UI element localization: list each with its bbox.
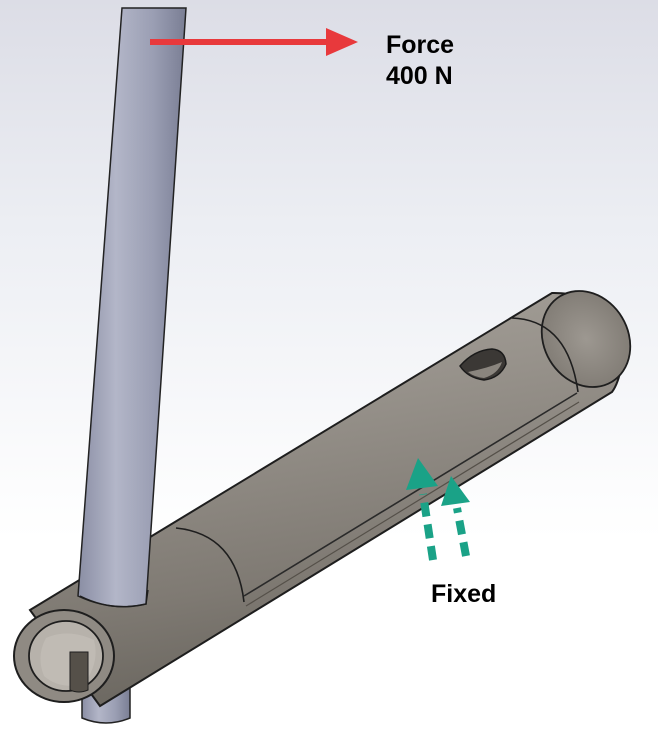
rod-entry-edge bbox=[79, 589, 149, 608]
tube-left-end bbox=[13, 609, 115, 703]
fixed-support-arrow-icon bbox=[441, 476, 470, 557]
force-value: 400 N bbox=[386, 62, 453, 90]
fixed-support-arrow-icon bbox=[406, 458, 438, 561]
rod bbox=[77, 7, 187, 608]
fixed-label: Fixed bbox=[431, 580, 497, 608]
force-label: Force 400 N bbox=[386, 30, 454, 92]
force-title: Force bbox=[386, 31, 455, 59]
force-arrow-icon bbox=[150, 28, 358, 56]
tube-body bbox=[28, 290, 632, 708]
